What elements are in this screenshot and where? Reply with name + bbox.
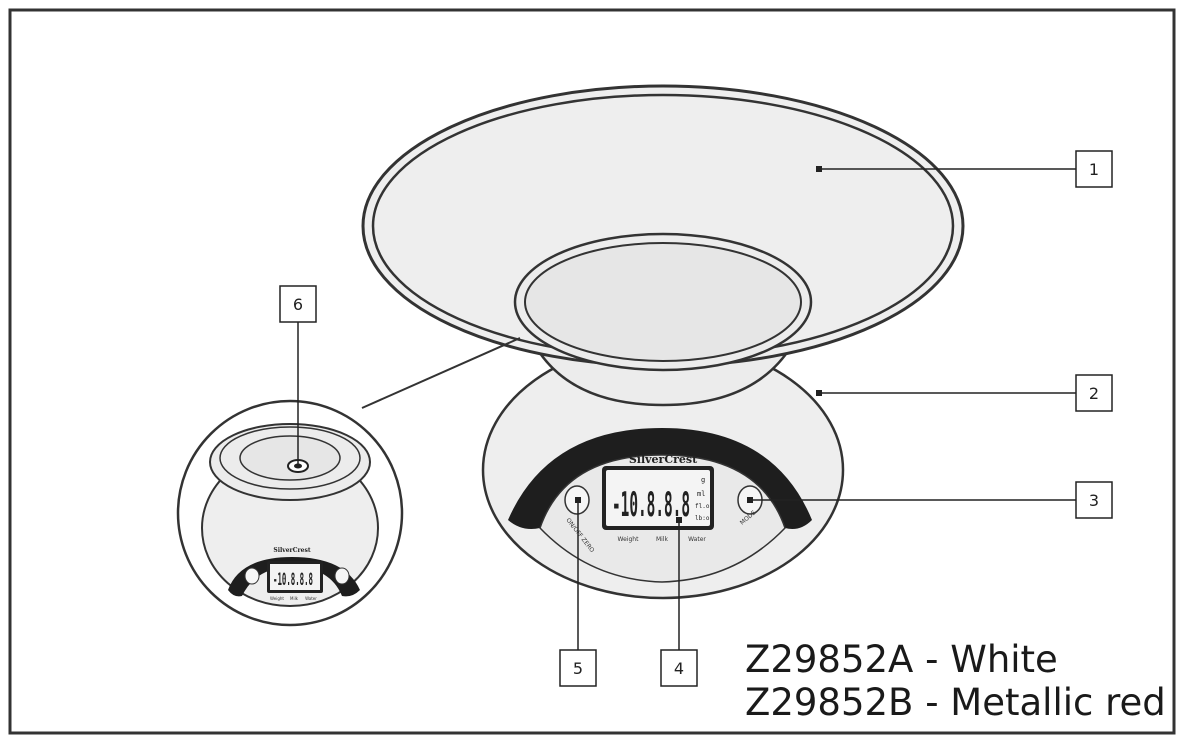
inset-mode-label-water: Water [305, 596, 317, 601]
mode-label-milk: Milk [656, 536, 669, 543]
inset-lcd-digits: -10.8.8.8 [273, 570, 313, 590]
callout-3: 3 [1075, 481, 1113, 519]
lcd-indicator-milk [652, 527, 666, 530]
lcd-unit-g: g [701, 476, 705, 484]
svg-text:6: 6 [293, 295, 303, 314]
mode-label-water: Water [688, 536, 706, 543]
lcd-display: -10.8.8.8 g ml fl.oz lb:oz [602, 466, 714, 530]
inset-right-button [334, 567, 350, 585]
lcd-unit-floz: fl.oz [695, 503, 713, 510]
inset-left-button [244, 567, 260, 585]
svg-text:4: 4 [674, 659, 684, 678]
svg-text:3: 3 [1089, 491, 1099, 510]
bowl [361, 84, 965, 407]
inset-mode-label-weight: Weight [270, 596, 284, 601]
model-line-metallic-red: Z29852B - Metallic red [745, 681, 1166, 724]
inset-brand-logo: SilverCrest [273, 547, 310, 554]
callout-leaders [297, 166, 1076, 650]
inset-connector [361, 337, 521, 409]
callout-5: 5 [559, 649, 597, 687]
lcd-indicator-weight [620, 527, 634, 530]
model-line-white: Z29852A - White [745, 638, 1058, 681]
callout-2: 2 [1075, 374, 1113, 412]
callout-4: 4 [660, 649, 698, 687]
svg-text:1: 1 [1089, 160, 1099, 179]
lcd-indicator-water [684, 527, 698, 530]
svg-text:5: 5 [573, 659, 583, 678]
inset-mode-label-milk: Milk [290, 596, 299, 601]
inset-view: SilverCrest -10.8.8.8 Weight Milk Water [176, 399, 404, 627]
brand-logo: SilverCrest [629, 453, 698, 466]
callout-1: 1 [1075, 150, 1113, 188]
svg-text:2: 2 [1089, 384, 1099, 403]
lcd-unit-lboz: lb:oz [695, 515, 713, 522]
lcd-unit-ml: ml [697, 490, 705, 498]
mode-label-weight: Weight [618, 536, 640, 543]
callout-6: 6 [279, 285, 317, 323]
